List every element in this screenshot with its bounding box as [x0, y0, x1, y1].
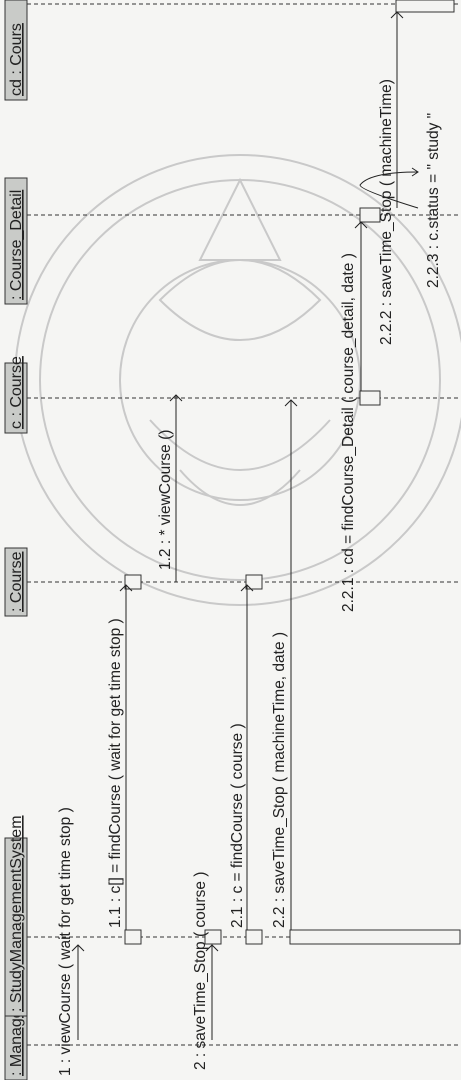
activation-system-1	[125, 930, 141, 944]
message-2-1-label: 2.1 : c = findCourse ( course )	[229, 723, 246, 928]
message-1-1-label: 1.1 : c[] = findCourse ( wait for get ti…	[107, 618, 124, 928]
activation-course-detail	[360, 208, 380, 222]
object-label-course-detail: : Course_Detail	[8, 190, 25, 300]
activation-cd-course	[396, 0, 454, 12]
message-2-2-3-label: 2.2.3 : c.status = " study "	[425, 113, 442, 288]
activation-system-3	[246, 930, 262, 944]
message-2-2-label: 2.2 : saveTime_Stop ( machineTime, date …	[271, 632, 288, 928]
object-label-c-course: c : Course	[8, 356, 25, 429]
object-label-study-management-system: : StudyManagementSystem	[8, 815, 25, 1012]
activation-system-4	[290, 930, 460, 944]
object-label-cd-course: cd : Cours	[8, 23, 25, 96]
object-label-course: : Course	[8, 551, 25, 612]
message-2-2-2-label: 2.2.2 : saveTime_Stop ( machineTime)	[378, 79, 395, 345]
object-course-detail: : Course_Detail	[5, 178, 27, 304]
object-course: : Course	[5, 548, 27, 616]
object-study-management-system: : StudyManagementSystem	[5, 815, 27, 1016]
object-c-course: c : Course	[5, 356, 27, 433]
object-cd-course: cd : Cours	[5, 0, 27, 100]
message-1-2-label: 1.2 : * viewCourse ()	[157, 430, 174, 570]
message-2-2-1-label: 2.2.1 : cd = findCourse_Detail ( course_…	[340, 253, 357, 612]
message-2-label: 2 : saveTime_Stop ( course )	[192, 872, 209, 1070]
message-1-label: 1 : viewCourse ( wait for get time stop …	[57, 807, 74, 1076]
activation-c-course	[360, 391, 380, 405]
